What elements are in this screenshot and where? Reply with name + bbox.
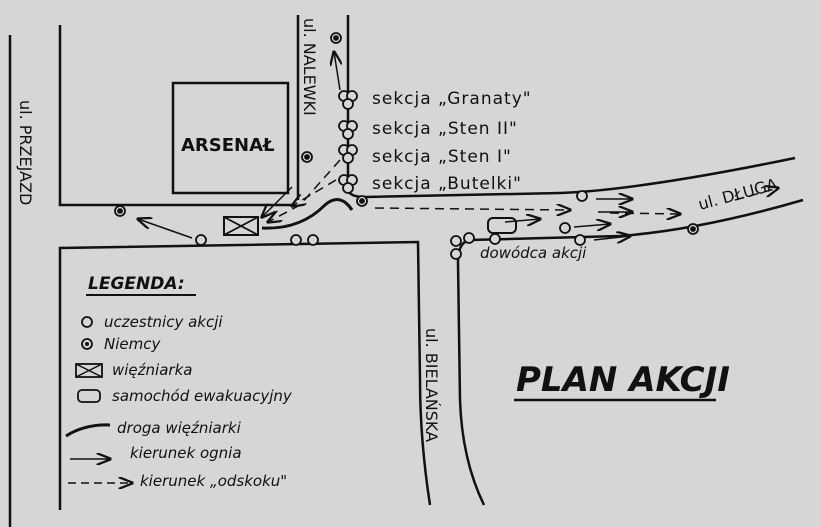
legend-label-prison-van: więźniarka — [112, 361, 192, 379]
dluga-lower-edge — [456, 198, 804, 506]
legend-german-symbol-dot — [85, 342, 89, 346]
legend-participant-symbol — [81, 316, 93, 328]
legend-label-germans: Niemcy — [104, 335, 161, 353]
participant-group-other — [195, 190, 588, 260]
german-markers — [114, 32, 699, 235]
street-label-bielanska: ul. BIELAŃSKA — [422, 328, 441, 442]
legend: LEGENDA: uczestnicy akcji Niemcy więźnia… — [65, 274, 293, 490]
arsenal-block-outline — [58, 25, 292, 207]
map-title: PLAN AKCJI — [516, 360, 730, 400]
prison-van-route — [261, 198, 354, 230]
withdrawal-arrows — [268, 159, 778, 222]
section-label-granaty: sekcja „Granaty" — [372, 89, 532, 109]
arsenal-building — [171, 81, 290, 195]
commander-label: dowódca akcji — [480, 244, 587, 262]
legend-label-withdrawal: kierunek „odskoku" — [140, 472, 287, 490]
street-label-dluga: ul. DŁUGA — [696, 175, 779, 214]
bielanska-left-edge — [58, 240, 432, 510]
section-label-sten-i: sekcja „Sten I" — [372, 147, 512, 167]
legend-evacuation-car-symbol — [77, 389, 101, 403]
legend-prison-van-symbol — [75, 363, 103, 378]
prison-van — [223, 216, 259, 236]
section-label-sten-ii: sekcja „Sten II" — [372, 119, 518, 139]
section-label-butelki: sekcja „Butelki" — [372, 174, 522, 194]
legend-label-participants: uczestnicy akcji — [104, 313, 223, 331]
legend-label-evacuation-car: samochód ewakuacyjny — [112, 387, 293, 405]
participant-group-nalewki — [338, 90, 358, 194]
street-label-przejazd: ul. PRZEJAZD — [16, 100, 35, 205]
evacuation-car — [487, 217, 517, 234]
street-label-nalewki: ul. NALEWKI — [300, 18, 319, 116]
arsenal-label: ARSENAŁ — [181, 135, 275, 156]
legend-title: LEGENDA: — [88, 274, 185, 294]
legend-label-fire: kierunek ognia — [130, 444, 242, 462]
legend-route-symbol — [65, 423, 111, 438]
legend-label-route: droga więźniarki — [117, 419, 242, 437]
